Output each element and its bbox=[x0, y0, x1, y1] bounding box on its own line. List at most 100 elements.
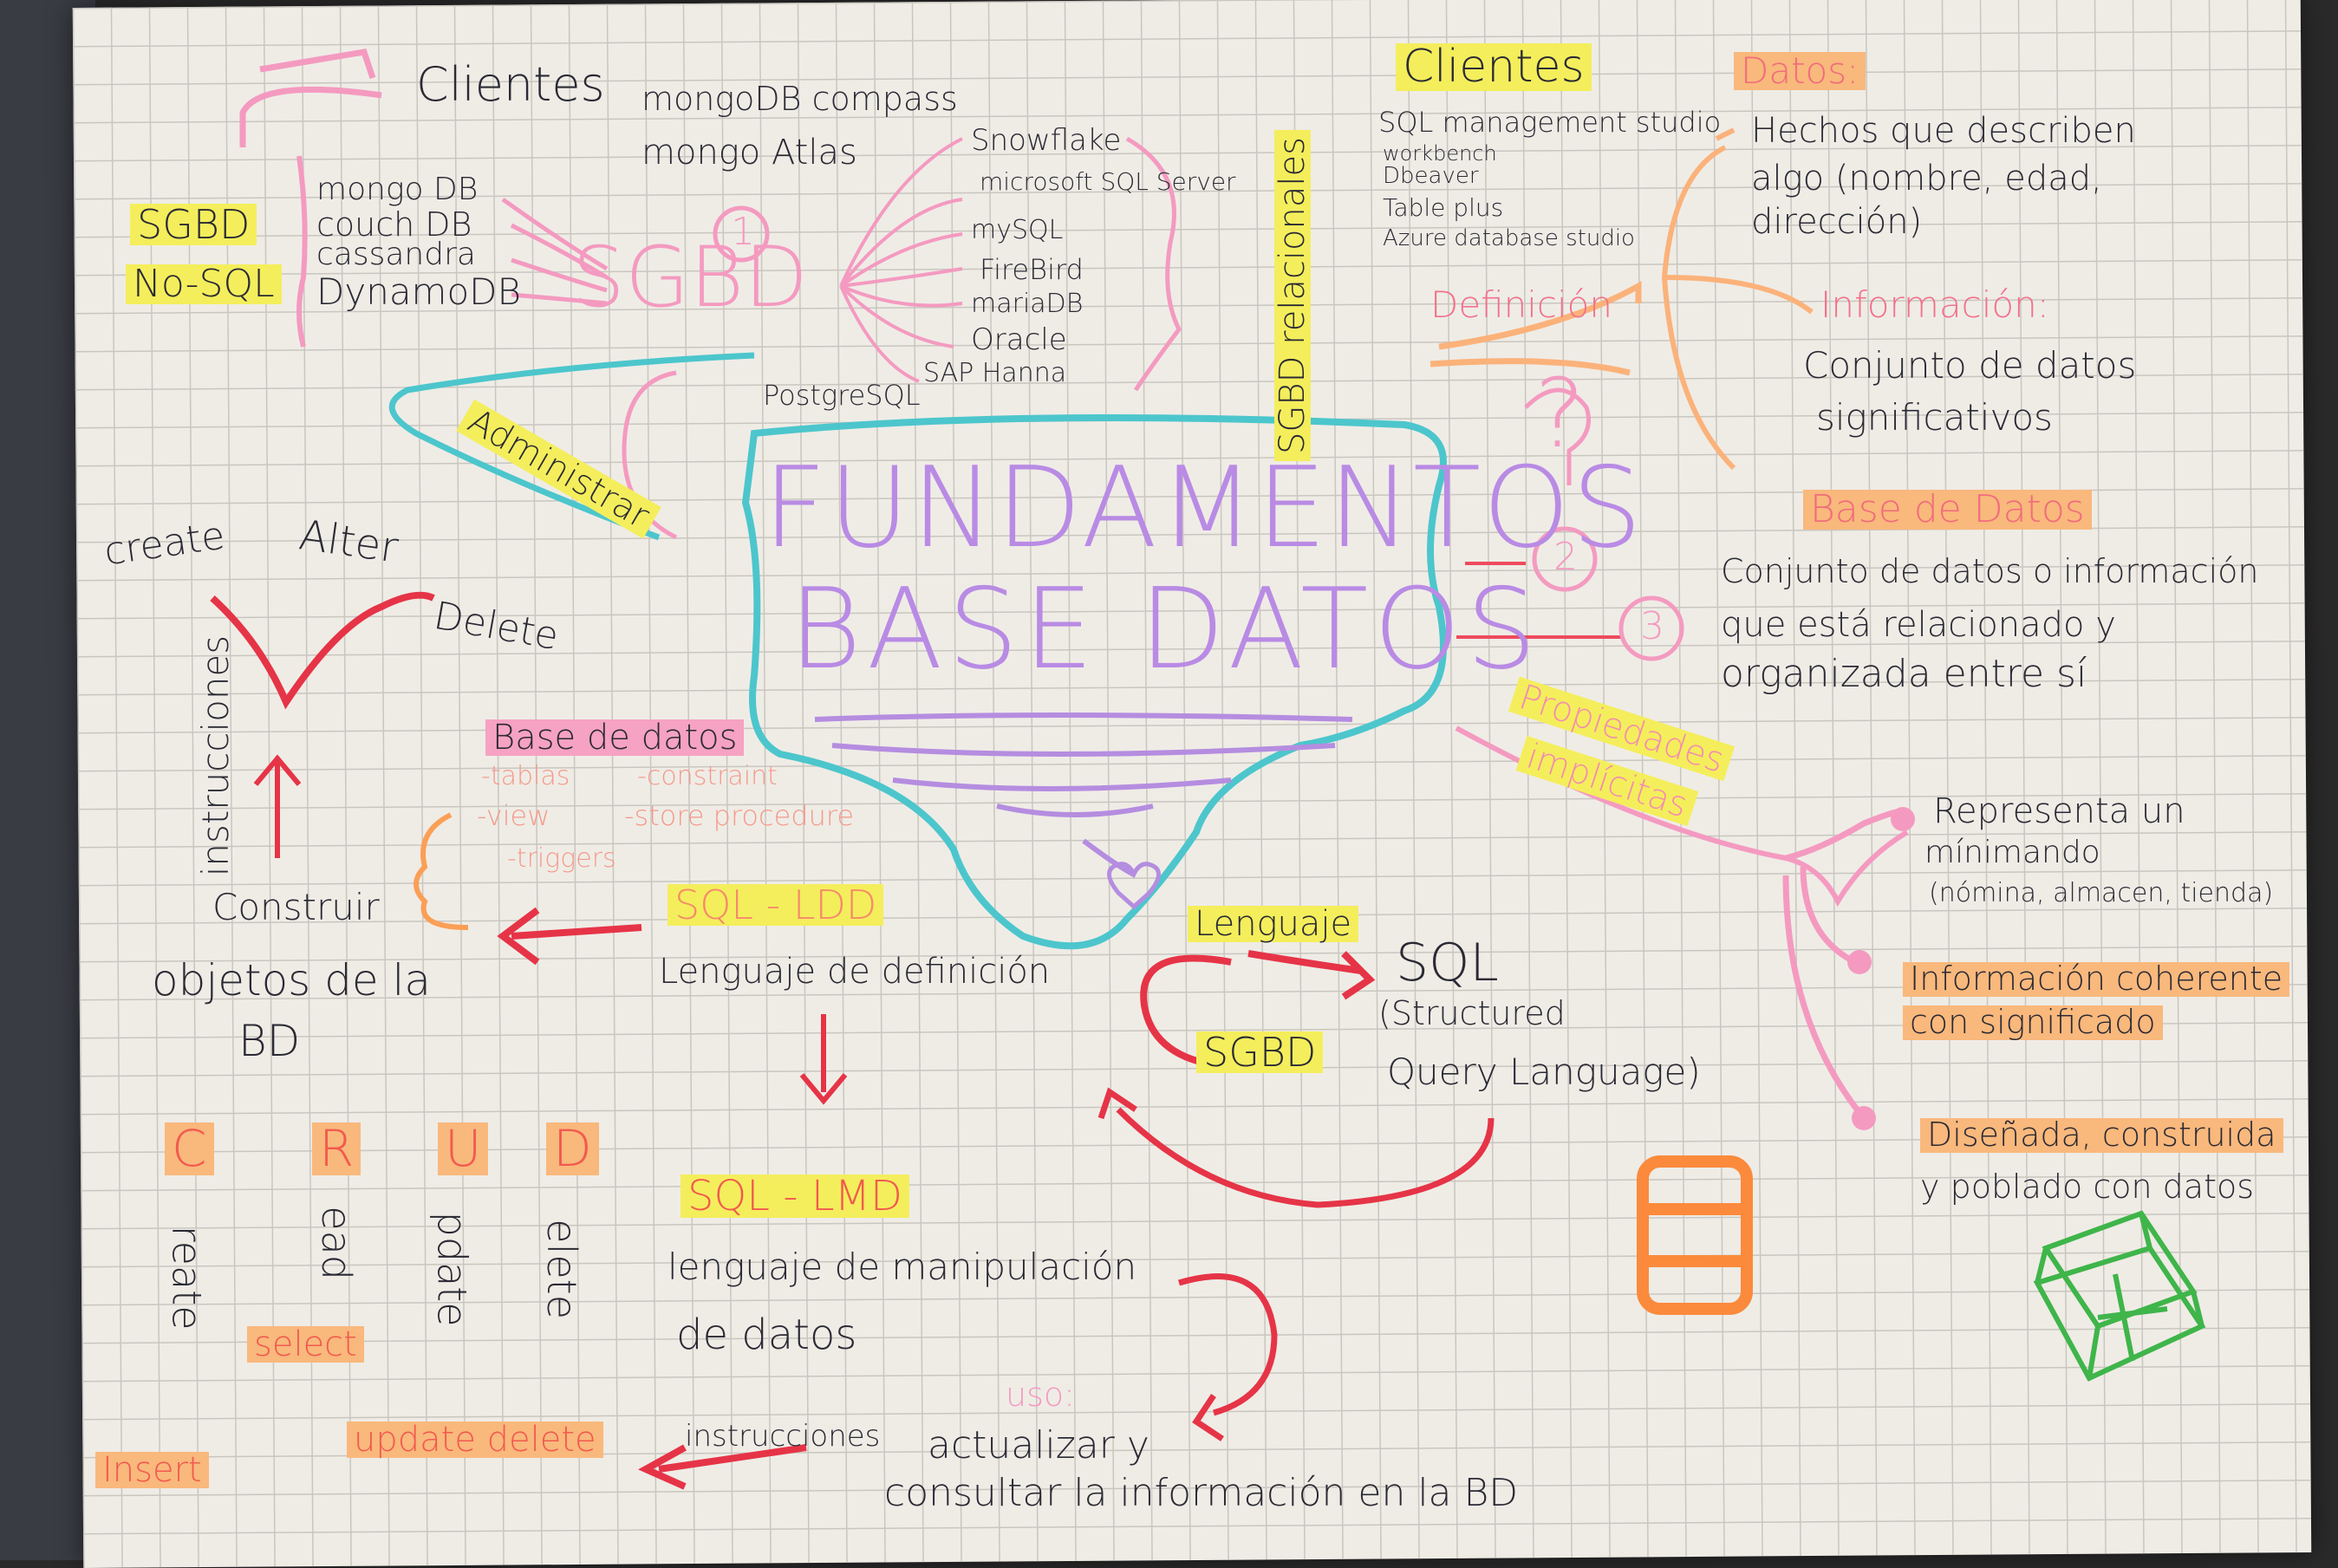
datos-desc-1: Hechos que describen bbox=[1751, 111, 2136, 151]
crud-update-delete: update delete bbox=[347, 1422, 603, 1458]
ldd-bd-heading: Base de datos bbox=[485, 719, 745, 756]
rel-mysql: mySQL bbox=[971, 215, 1064, 245]
lenguaje-sql: SQL bbox=[1396, 933, 1499, 993]
num-2: 2 bbox=[1553, 535, 1578, 579]
pink-arrow-top bbox=[239, 49, 382, 147]
crud-d: D bbox=[546, 1122, 599, 1175]
db-couchdb: couch DB bbox=[316, 205, 472, 244]
crud-read-vertical: ead bbox=[313, 1206, 360, 1280]
definicion-question: ? bbox=[1534, 358, 1586, 469]
client-azure: Azure database studio bbox=[1383, 225, 1635, 251]
lmd-label: SQL - LMD bbox=[681, 1174, 909, 1218]
prop-item-4: Información coherente bbox=[1903, 961, 2290, 997]
heart-icon bbox=[1107, 862, 1161, 910]
client-tableplus: Table plus bbox=[1383, 193, 1504, 222]
rel-mariadb: mariaDB bbox=[971, 289, 1084, 319]
crud-delete-vertical: elete bbox=[538, 1219, 586, 1320]
purple-funnel bbox=[814, 712, 1353, 878]
prop-item-2: mínimando bbox=[1924, 835, 2100, 870]
crud-r: R bbox=[312, 1122, 361, 1175]
crud-select: select bbox=[247, 1326, 364, 1363]
db-mongodb: mongo DB bbox=[316, 172, 479, 207]
red-loop-bottom bbox=[1097, 1087, 1495, 1208]
orange-brace bbox=[1661, 127, 1814, 471]
rel-postgresql: PostgreSQL bbox=[763, 379, 921, 412]
pink-brace-right bbox=[1125, 136, 1182, 392]
rel-saphanna: SAP Hanna bbox=[923, 358, 1067, 388]
clientes-nosql: Clientes bbox=[416, 57, 605, 112]
client-dbeaver: Dbeaver bbox=[1383, 163, 1479, 189]
rel-oracle: Oracle bbox=[971, 322, 1067, 357]
sgbd-relacionales-label: SGBD relacionales bbox=[1273, 130, 1312, 461]
prop-item-3: (nómina, almacen, tienda) bbox=[1929, 878, 2274, 908]
basedatos-desc-1: Conjunto de datos o información bbox=[1721, 552, 2259, 590]
red-v bbox=[210, 591, 435, 710]
client-workbench: workbench bbox=[1383, 141, 1497, 166]
prop-item-5: con significado bbox=[1903, 1005, 2163, 1040]
red-loop-top bbox=[1140, 950, 1376, 1070]
title-frame bbox=[741, 414, 1447, 950]
construir-3: BD bbox=[238, 1016, 301, 1066]
basedatos-heading: Base de Datos bbox=[1803, 489, 2092, 530]
db-dynamodb: DynamoDB bbox=[316, 270, 522, 313]
num-circle-1 bbox=[713, 205, 770, 263]
lenguaje-label: Lenguaje bbox=[1188, 906, 1359, 942]
database-icon bbox=[1637, 1155, 1753, 1315]
datos-heading: Datos: bbox=[1734, 51, 1866, 91]
ldd-label: SQL - LDD bbox=[668, 884, 884, 926]
propiedades-branches bbox=[1782, 809, 1904, 1121]
red-arrow-up bbox=[253, 754, 302, 858]
ldd-obj-view: -view bbox=[477, 799, 550, 832]
ldd-desc: Lenguaje de definición bbox=[659, 952, 1051, 992]
num-circle-3 bbox=[1618, 595, 1684, 661]
instrucciones-label: instrucciones bbox=[194, 634, 238, 877]
lenguaje-expansion-1: (Structured bbox=[1378, 994, 1566, 1032]
lmd-desc-1: lenguaje de manipulación bbox=[668, 1246, 1137, 1288]
title-line-1: FUNDAMENTOS bbox=[763, 444, 1644, 573]
label-sgbd: SGBD bbox=[130, 204, 257, 245]
red-loop-lmd bbox=[1177, 1273, 1278, 1441]
datos-desc-2: algo (nombre, edad, bbox=[1751, 159, 2102, 198]
pink-fan-left bbox=[501, 197, 609, 306]
cube-icon bbox=[2033, 1210, 2206, 1382]
red-arrow-construir bbox=[497, 907, 642, 966]
title-line-2: BASE DATOS bbox=[789, 565, 1542, 694]
informacion-desc-2: significativos bbox=[1816, 396, 2053, 439]
pink-fan-right bbox=[839, 137, 963, 383]
crud-insert: Insert bbox=[95, 1452, 209, 1488]
lmd-desc-2: de datos bbox=[676, 1311, 857, 1359]
rel-snowflake: Snowflake bbox=[971, 123, 1122, 158]
red-arrow-instr bbox=[638, 1444, 807, 1490]
num-1: 1 bbox=[731, 210, 755, 254]
ldd-obj-tablas: -tablas bbox=[481, 761, 570, 791]
datos-desc-3: dirección) bbox=[1751, 202, 1923, 242]
client-mongo-atlas: mongo Atlas bbox=[641, 133, 857, 172]
db-cassandra: cassandra bbox=[316, 237, 476, 272]
num-3: 3 bbox=[1640, 604, 1664, 648]
definicion-label: Definición bbox=[1430, 283, 1612, 326]
client-sql-management: SQL management studio bbox=[1378, 106, 1722, 139]
ldd-obj-storeproc: -store procedure bbox=[624, 799, 855, 832]
label-nosql: No-SQL bbox=[126, 264, 282, 305]
red-arrow-down bbox=[799, 1014, 848, 1105]
pink-brace bbox=[296, 155, 308, 348]
clientes-relational: Clientes bbox=[1396, 43, 1592, 91]
rel-firebird: FireBird bbox=[980, 253, 1084, 286]
num-circle-2 bbox=[1532, 526, 1598, 592]
construir-1: Construir bbox=[212, 886, 380, 928]
prop-item-6: Diseñada, construida bbox=[1920, 1117, 2283, 1153]
prop-item-7: y poblado con datos bbox=[1920, 1168, 2255, 1206]
crud-u: U bbox=[438, 1122, 489, 1175]
lenguaje-expansion-2: Query Language) bbox=[1387, 1051, 1701, 1093]
crud-create-vertical: reate bbox=[163, 1225, 211, 1331]
orange-definicion-curve bbox=[1430, 281, 1642, 376]
informacion-heading: Información: bbox=[1820, 283, 2049, 326]
crud-c: C bbox=[165, 1122, 214, 1175]
prop-item-1: Representa un bbox=[1933, 791, 2185, 831]
rel-sqlserver: microsoft SQL Server bbox=[980, 167, 1236, 196]
client-mongodb-compass: mongoDB compass bbox=[641, 80, 958, 118]
lmd-uso-desc-2: consultar la información en la BD bbox=[884, 1471, 1519, 1515]
crud-update-vertical: pdate bbox=[428, 1211, 476, 1327]
